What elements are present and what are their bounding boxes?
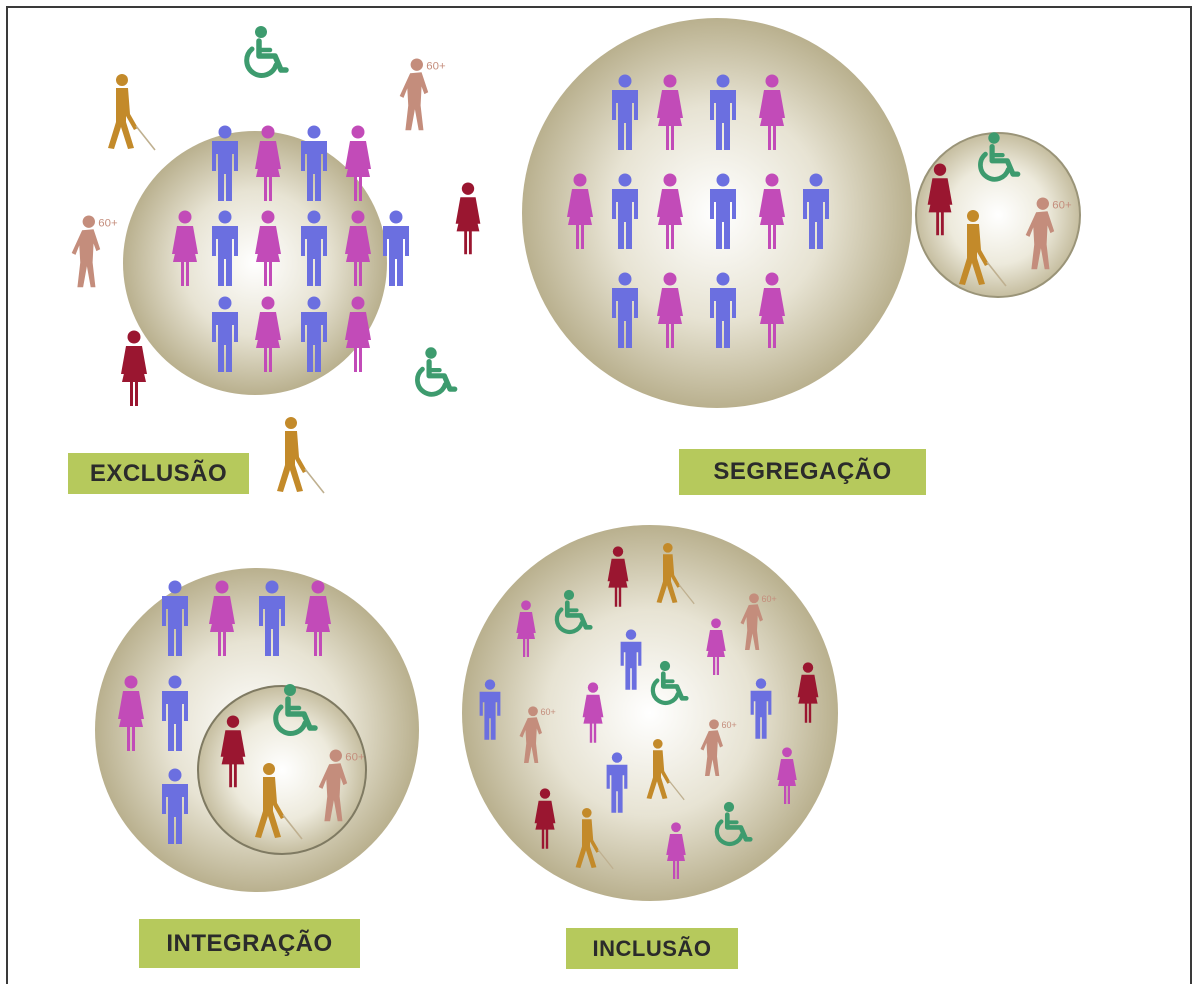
elderly-person-icon: 60+ <box>1025 197 1072 270</box>
woman-icon <box>255 125 281 201</box>
wheelchair-user-icon <box>554 589 593 634</box>
woman-icon <box>777 747 797 804</box>
wheelchair-user-icon <box>415 347 458 397</box>
man-icon <box>612 74 638 150</box>
dark-woman-icon <box>607 546 629 607</box>
woman-icon <box>345 210 371 286</box>
man-icon <box>479 679 501 740</box>
man-icon <box>710 272 736 348</box>
age-60-plus-text: 60+ <box>1052 199 1072 211</box>
woman-icon <box>345 296 371 372</box>
man-icon <box>612 173 638 249</box>
inclusao-label-text: INCLUSÃO <box>592 935 712 961</box>
elderly-person-icon: 60+ <box>740 593 777 650</box>
woman-icon <box>255 210 281 286</box>
man-icon <box>301 125 327 201</box>
blind-person-icon <box>656 543 695 605</box>
wheelchair-user-icon <box>714 801 753 846</box>
elderly-person-icon: 60+ <box>700 719 737 776</box>
image-frame <box>6 6 1192 984</box>
blind-person-icon <box>959 210 1007 287</box>
woman-icon <box>209 580 235 656</box>
woman-icon <box>657 173 683 249</box>
man-icon <box>212 296 238 372</box>
integracao-label: INTEGRAÇÃO <box>139 919 360 968</box>
dark-woman-icon <box>455 182 481 255</box>
woman-icon <box>582 682 604 743</box>
exclusao-label-text: EXCLUSÃO <box>89 459 228 487</box>
wheelchair-user-icon <box>273 684 318 736</box>
dark-woman-icon <box>534 788 556 849</box>
man-icon <box>162 768 188 844</box>
dark-woman-icon <box>220 715 246 788</box>
man-icon <box>162 580 188 656</box>
woman-icon <box>706 618 726 675</box>
woman-icon <box>567 173 593 249</box>
man-icon <box>301 210 327 286</box>
blind-person-icon <box>255 763 303 840</box>
age-60-plus-text: 60+ <box>98 217 118 229</box>
elderly-person-icon: 60+ <box>71 215 118 288</box>
blind-person-icon <box>646 739 685 801</box>
woman-icon <box>516 600 536 657</box>
exclusao-label: EXCLUSÃO <box>68 453 249 494</box>
man-icon <box>212 125 238 201</box>
woman-icon <box>666 822 686 879</box>
segregacao-label-text: SEGREGAÇÃO <box>713 458 892 485</box>
woman-icon <box>759 173 785 249</box>
man-icon <box>212 210 238 286</box>
age-60-plus-text: 60+ <box>762 594 777 604</box>
woman-icon <box>657 74 683 150</box>
age-60-plus-text: 60+ <box>722 720 737 730</box>
woman-icon <box>759 272 785 348</box>
elderly-person-icon: 60+ <box>318 749 365 822</box>
man-icon <box>162 675 188 751</box>
man-icon <box>612 272 638 348</box>
dark-woman-icon <box>927 163 953 236</box>
man-icon <box>606 752 628 813</box>
woman-icon <box>172 210 198 286</box>
age-60-plus-text: 60+ <box>541 707 556 717</box>
man-icon <box>750 678 772 739</box>
blind-person-icon <box>277 417 325 494</box>
blind-person-icon <box>575 808 614 870</box>
dark-woman-icon <box>797 662 819 723</box>
man-icon <box>301 296 327 372</box>
woman-icon <box>255 296 281 372</box>
integracao-inner-circle <box>197 685 367 855</box>
man-icon <box>710 74 736 150</box>
dark-woman-icon <box>121 330 147 406</box>
man-icon <box>259 580 285 656</box>
wheelchair-user-icon <box>650 660 689 705</box>
wheelchair-user-icon <box>978 132 1021 182</box>
inclusao-label: INCLUSÃO <box>566 928 738 969</box>
woman-icon <box>759 74 785 150</box>
man-icon <box>620 629 642 690</box>
woman-icon <box>345 125 371 201</box>
man-icon <box>710 173 736 249</box>
woman-icon <box>305 580 331 656</box>
man-icon <box>383 210 409 286</box>
woman-icon <box>657 272 683 348</box>
man-icon <box>803 173 829 249</box>
blind-person-icon <box>108 74 156 151</box>
woman-icon <box>118 675 144 751</box>
segregacao-label: SEGREGAÇÃO <box>679 449 926 495</box>
elderly-person-icon: 60+ <box>519 706 556 763</box>
integracao-label-text: INTEGRAÇÃO <box>166 929 333 957</box>
age-60-plus-text: 60+ <box>426 60 446 72</box>
age-60-plus-text: 60+ <box>345 751 365 763</box>
wheelchair-user-icon <box>244 26 289 78</box>
elderly-person-icon: 60+ <box>399 58 446 131</box>
